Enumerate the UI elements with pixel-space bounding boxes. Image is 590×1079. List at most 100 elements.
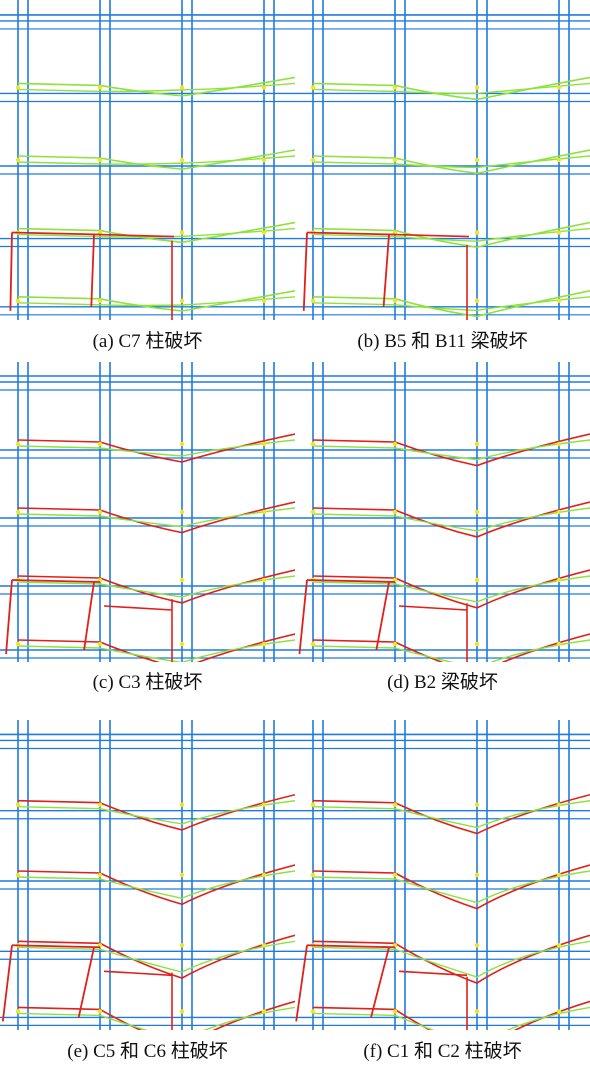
failed-column <box>295 945 308 1022</box>
sagging-beam <box>17 800 295 825</box>
joint-hotspot <box>392 802 398 807</box>
joint-hotspot <box>556 872 562 878</box>
failed-beam <box>103 970 173 977</box>
joint-hotspot <box>310 441 316 447</box>
sagging-beam <box>17 1000 295 1030</box>
failed-column <box>375 581 390 651</box>
joint-hotspot <box>97 1009 103 1014</box>
panel-e: (e) C5 和 C6 柱破坏 <box>0 720 295 1079</box>
sagging-beam <box>17 433 295 463</box>
sagging-beam <box>312 82 590 95</box>
joint-hotspot <box>261 298 267 303</box>
sagging-beam <box>17 439 295 457</box>
sagging-beam <box>312 1000 590 1030</box>
joint-hotspot <box>97 85 103 90</box>
joint-hotspot <box>15 802 21 807</box>
joint-hotspot <box>261 577 267 583</box>
sagging-beam <box>312 633 590 662</box>
joint-hotspot <box>556 157 562 163</box>
sagging-beam <box>17 290 295 312</box>
joint-hotspot <box>310 641 316 647</box>
joint-hotspot <box>179 230 185 235</box>
joint-hotspot <box>474 509 480 515</box>
sagging-beam <box>312 639 590 662</box>
caption-c: (c) C3 柱破坏 <box>92 672 203 693</box>
joint-hotspot <box>310 872 316 878</box>
joint-hotspot <box>179 943 185 948</box>
failed-beam <box>99 233 175 238</box>
failed-beam <box>11 231 101 236</box>
joint-hotspot <box>261 509 267 515</box>
sagging-beam <box>17 793 295 831</box>
joint-hotspot <box>556 509 562 515</box>
joint-hotspot <box>556 298 562 303</box>
failed-column <box>5 579 13 655</box>
joint-hotspot <box>261 441 267 447</box>
joint-hotspot <box>310 1009 316 1014</box>
sagging-beam <box>312 290 590 318</box>
failed-column <box>370 947 390 1018</box>
sagging-beam <box>17 633 295 662</box>
joint-hotspot <box>392 872 398 878</box>
failed-beam <box>398 970 468 977</box>
joint-hotspot <box>474 641 480 647</box>
joint-hotspot <box>310 802 316 807</box>
joint-hotspot <box>179 441 185 447</box>
sagging-beam <box>17 82 295 93</box>
sagging-beam <box>312 575 590 603</box>
panel-b: (b) B5 和 B11 梁破坏 <box>295 0 590 362</box>
joint-hotspot <box>261 872 267 878</box>
joint-hotspot <box>474 872 480 878</box>
joint-hotspot <box>474 157 480 163</box>
failed-beam <box>394 233 470 238</box>
joint-hotspot <box>179 577 185 583</box>
joint-hotspot <box>556 802 562 807</box>
sagging-beam <box>17 1006 295 1030</box>
joint-hotspot <box>15 641 21 647</box>
sagging-beam <box>17 221 295 244</box>
sagging-beam <box>17 501 295 534</box>
joint-hotspot <box>15 872 21 878</box>
failed-column <box>9 232 13 311</box>
panel-a: (a) C7 柱破坏 <box>0 0 295 362</box>
joint-hotspot <box>556 943 562 948</box>
joint-hotspot <box>556 441 562 447</box>
joint-hotspot <box>15 85 21 90</box>
failed-column <box>382 234 390 307</box>
failed-column <box>90 234 95 307</box>
joint-hotspot <box>97 157 103 163</box>
joint-hotspot <box>474 85 480 90</box>
joint-hotspot <box>474 943 480 948</box>
joint-hotspot <box>392 641 398 647</box>
joint-hotspot <box>392 509 398 515</box>
joint-hotspot <box>310 509 316 515</box>
sagging-beam <box>17 227 295 238</box>
failed-beam <box>11 579 101 583</box>
sagging-beam <box>312 800 590 829</box>
failed-column <box>302 232 308 311</box>
sagging-beam <box>17 76 295 97</box>
sagging-beam <box>312 793 590 835</box>
joint-hotspot <box>556 1009 562 1014</box>
joint-hotspot <box>179 298 185 303</box>
sagging-beam <box>17 940 295 973</box>
sagging-beam <box>17 569 295 604</box>
sagging-beam <box>312 1006 590 1030</box>
joint-hotspot <box>15 298 21 303</box>
sagging-beam <box>17 870 295 900</box>
joint-hotspot <box>179 802 185 807</box>
sagging-beam <box>17 296 295 307</box>
joint-hotspot <box>474 802 480 807</box>
joint-hotspot <box>179 85 185 90</box>
joint-hotspot <box>97 441 103 447</box>
frame-model-b <box>295 0 590 320</box>
failed-column <box>1 945 13 1022</box>
joint-hotspot <box>179 509 185 515</box>
joint-hotspot <box>97 509 103 515</box>
failed-column <box>83 581 95 651</box>
joint-hotspot <box>392 157 398 163</box>
joint-hotspot <box>15 1009 21 1014</box>
sagging-beam <box>17 575 295 598</box>
frame-model-c <box>0 362 295 662</box>
sagging-beam <box>312 433 590 467</box>
